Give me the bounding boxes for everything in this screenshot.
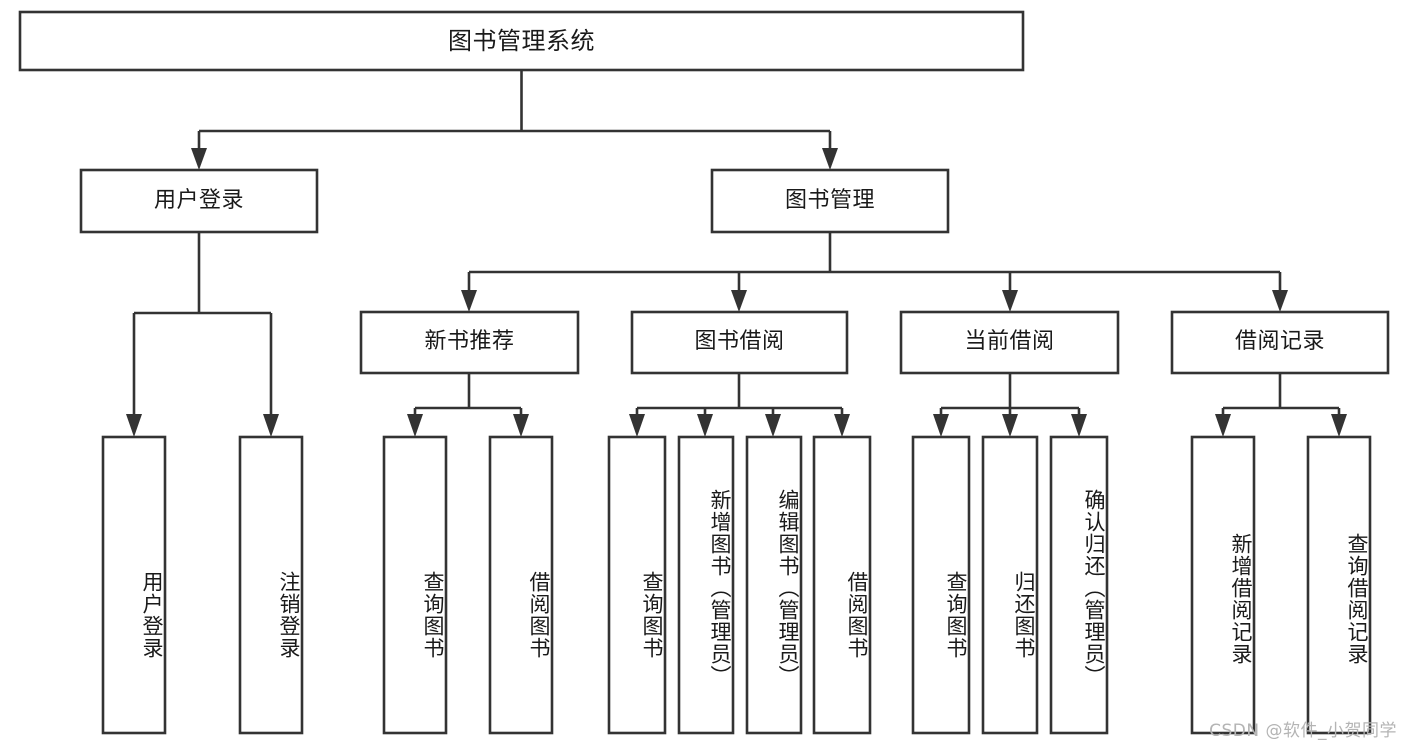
node-box-leaf-7[interactable] [812,435,872,735]
node-box-leaf-0[interactable] [101,435,167,735]
connector-bookmgmt-to-level3 [461,232,1288,312]
connector-newbook-to-leaves [407,373,529,437]
connector-record-to-leaves [1215,373,1347,437]
node-box-leaf-10[interactable] [1049,435,1109,735]
connector-root-to-level2 [191,70,838,170]
node-box-leaf-4[interactable] [607,435,667,735]
node-box-user-login[interactable] [79,168,319,234]
node-box-leaf-9[interactable] [981,435,1039,735]
node-box-leaf-11[interactable] [1190,435,1256,735]
node-box-leaf-3[interactable] [488,435,554,735]
node-box-current-borrow[interactable] [899,310,1120,375]
node-box-new-book-recommend[interactable] [359,310,580,375]
node-box-leaf-6[interactable] [745,435,803,735]
node-box-leaf-12[interactable] [1306,435,1372,735]
node-box-leaf-5[interactable] [677,435,735,735]
connector-userlogin-to-leaves [126,232,279,437]
node-box-leaf-2[interactable] [382,435,448,735]
node-box-leaf-1[interactable] [238,435,304,735]
csdn-watermark: CSDN @软件_小贺同学 [1209,721,1397,741]
node-box-book-management[interactable] [710,168,950,234]
node-box-leaf-8[interactable] [911,435,971,735]
node-box-borrow-record[interactable] [1170,310,1390,375]
connector-current-to-leaves [933,373,1087,437]
node-box-root[interactable] [18,10,1025,72]
node-box-book-borrow[interactable] [630,310,849,375]
connector-borrow-to-leaves [629,373,850,437]
